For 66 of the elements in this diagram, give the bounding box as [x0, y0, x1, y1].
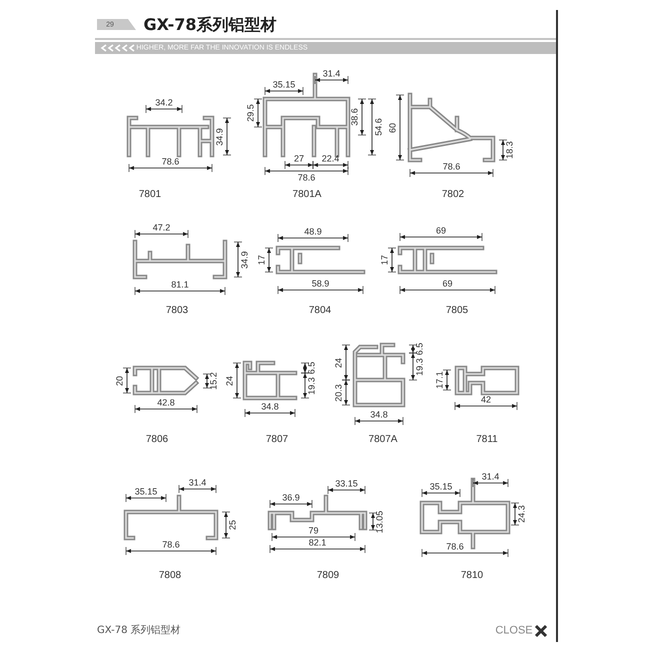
dimension-label: 35.15 [134, 488, 158, 496]
dimension-label: 6.5 [308, 362, 316, 374]
dimension-label: 79 [308, 526, 318, 536]
dimension-label: 78.6 [162, 540, 180, 550]
close-label: CLOSE [495, 626, 533, 636]
dimension-label: 54.6 [374, 118, 384, 136]
dimension-label: 22.4 [322, 154, 340, 164]
dimension-label: 78.6 [298, 174, 316, 182]
dimension-label: 17 [380, 255, 390, 265]
profile-code: 7806 [146, 435, 168, 445]
dimension-label: 20.3 [334, 384, 344, 402]
dimension-label: 6.5 [416, 342, 424, 356]
dimension-label: 69 [442, 280, 452, 288]
profile-code: 7801 [138, 190, 162, 200]
dimension-label: 34.2 [155, 98, 173, 108]
profile-code: 7807A [368, 435, 398, 445]
dimension-label: 82.1 [308, 538, 326, 548]
dimension-label: 18.3 [506, 141, 514, 159]
profile-code: 7809 [316, 571, 340, 581]
profile-code: 7807 [266, 435, 288, 445]
dimension-label: 36.9 [282, 494, 300, 502]
dimension-label: 34.8 [261, 402, 279, 412]
dimension-label: 24 [334, 358, 344, 368]
profile-code: 7810 [460, 571, 484, 581]
page-title: GX-78系列铝型材 [143, 17, 277, 33]
dimension-label: 25 [228, 520, 238, 530]
dimension-label: 24 [226, 376, 234, 386]
profile-code: 7808 [158, 571, 182, 581]
dimension-label: 31.4 [322, 70, 340, 78]
dimension-label: 27 [294, 154, 304, 164]
dimension-label: 42.8 [157, 398, 175, 408]
dimension-label: 78.6 [162, 158, 180, 166]
profile-code: 7803 [166, 306, 188, 316]
dimension-label: 29.5 [246, 104, 256, 122]
profile-code: 7811 [476, 435, 498, 445]
dimension-label: 58.9 [312, 280, 330, 288]
footer-text: GX-78 系列铝型材 [97, 626, 181, 636]
profile-code: 7804 [308, 306, 332, 316]
dimension-label: 35.15 [430, 482, 452, 492]
dimension-label: 42 [481, 396, 491, 404]
dimension-label: 19.3 [308, 376, 316, 394]
profile-code: 7802 [442, 190, 464, 200]
dimension-label: 38.6 [350, 108, 360, 126]
dimension-label: 47.2 [152, 224, 170, 232]
dimension-label: 69 [436, 226, 446, 236]
dimension-label: 31.4 [482, 472, 500, 482]
dimension-label: 20 [116, 376, 124, 386]
profile-code: 7801A [292, 190, 322, 200]
dimension-label: 48.9 [304, 228, 322, 236]
dimension-label: 15.2 [210, 372, 218, 390]
dimension-label: 60 [388, 122, 398, 132]
dimension-label: 31.4 [188, 478, 206, 488]
dimension-label: 78.6 [442, 162, 460, 172]
dimension-label: 34.8 [370, 410, 388, 420]
dimension-label: 81.1 [171, 280, 189, 290]
dimension-label: 19.3 [416, 358, 424, 376]
dimension-label: 34.9 [216, 128, 224, 146]
dimension-label: 78.6 [446, 542, 464, 552]
dimension-label: 33.15 [335, 480, 358, 488]
profile-code: 7805 [446, 306, 468, 316]
dimension-label: 34.9 [240, 250, 250, 268]
dimension-label: 17.1 [436, 371, 444, 389]
dimension-label: 35.15 [272, 80, 296, 90]
dimension-label: 13.05 [376, 510, 384, 533]
dimension-label: 17 [258, 255, 266, 265]
dimension-label: 24.3 [518, 505, 526, 523]
